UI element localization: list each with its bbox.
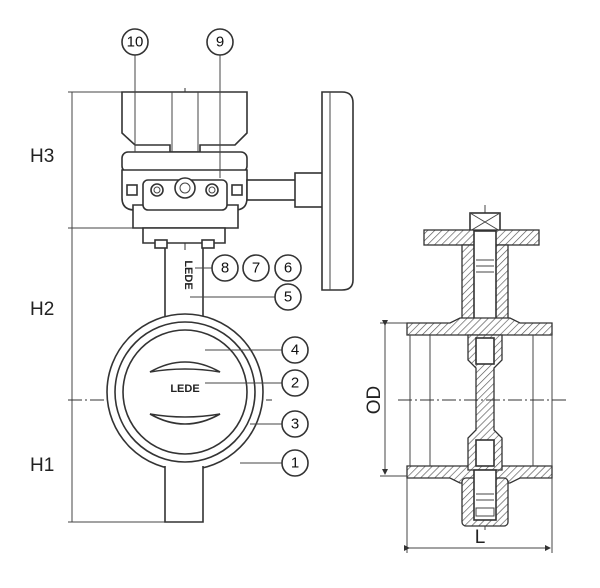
svg-text:2: 2 — [291, 375, 299, 392]
indicator-icon — [174, 177, 196, 199]
bolt-icon — [150, 183, 164, 197]
callout-7: 7 — [242, 254, 270, 282]
neck-logo: LEDE — [182, 260, 194, 289]
front-view: LEDE LEDE H3 H2 H1 10 9 8 7 6 5 4 — [30, 28, 354, 523]
actuator-cover — [121, 91, 248, 153]
callout-2: 2 — [281, 369, 309, 397]
disc-section — [467, 334, 503, 471]
dim-h2: H2 — [30, 299, 54, 320]
body-top-wall — [406, 317, 553, 336]
side-section-view: OD L — [364, 205, 568, 553]
bolt-icon — [205, 183, 219, 197]
callout-1: 1 — [281, 449, 309, 477]
handwheel — [321, 91, 354, 291]
dim-h3: H3 — [30, 146, 54, 167]
disc — [122, 329, 248, 455]
svg-text:1: 1 — [291, 455, 299, 472]
svg-text:3: 3 — [291, 416, 299, 433]
svg-text:9: 9 — [216, 34, 224, 51]
svg-text:7: 7 — [252, 260, 260, 277]
input-shaft — [246, 179, 298, 201]
seat — [114, 321, 256, 463]
callout-5: 5 — [274, 283, 302, 311]
svg-text:6: 6 — [284, 260, 292, 277]
svg-text:4: 4 — [291, 342, 299, 359]
svg-text:10: 10 — [127, 34, 144, 51]
dim-h1: H1 — [30, 455, 54, 476]
callout-9: 9 — [206, 28, 234, 56]
callout-4: 4 — [281, 336, 309, 364]
callout-3: 3 — [281, 410, 309, 438]
dim-od: OD — [364, 386, 385, 415]
callout-10: 10 — [121, 28, 149, 56]
dim-l: L — [475, 527, 486, 548]
callout-8: 8 — [211, 254, 239, 282]
callout-6: 6 — [274, 254, 302, 282]
handwheel-hub — [294, 172, 326, 208]
svg-text:5: 5 — [284, 289, 292, 306]
disc-logo: LEDE — [170, 383, 199, 395]
gearbox-top — [121, 151, 248, 173]
svg-text:8: 8 — [221, 260, 229, 277]
